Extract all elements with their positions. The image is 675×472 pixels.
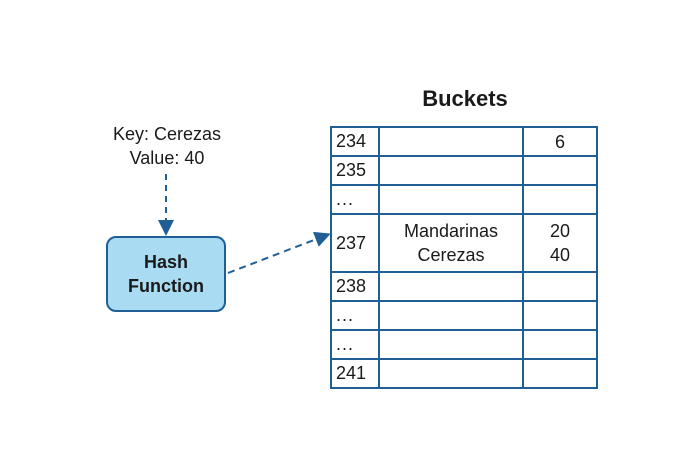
bucket-row: ... <box>330 300 598 331</box>
bucket-row: 238 <box>330 271 598 302</box>
key-text: Key: Cerezas <box>112 124 222 144</box>
bucket-index: 237 <box>330 213 380 273</box>
bucket-values-cell <box>522 329 598 360</box>
bucket-row: ... <box>330 184 598 215</box>
hash-function-line1: Hash <box>143 252 188 272</box>
bucket-row: ... <box>330 329 598 360</box>
bucket-index: 235 <box>330 155 380 186</box>
bucket-values-cell: 6 <box>522 126 598 157</box>
bucket-index: ... <box>330 300 380 331</box>
bucket-keys-cell <box>378 300 524 331</box>
bucket-value: 6 <box>554 131 565 152</box>
bucket-row: 235 <box>330 155 598 186</box>
bucket-index: ... <box>330 329 380 360</box>
bucket-value: 20 <box>549 221 571 241</box>
bucket-keys-cell <box>378 271 524 302</box>
bucket-key: Cerezas <box>417 245 485 265</box>
hash-function-box: Hash Function <box>106 236 226 312</box>
bucket-values-cell <box>522 300 598 331</box>
bucket-values-cell <box>522 271 598 302</box>
bucket-key: Mandarinas <box>403 221 499 241</box>
bucket-row: 241 <box>330 358 598 389</box>
hash-function-line2: Function <box>128 276 204 296</box>
value-text: Value: 40 <box>129 148 205 168</box>
bucket-index: ... <box>330 184 380 215</box>
input-key-value-label: Key: Cerezas Value: 40 <box>92 122 242 170</box>
bucket-keys-cell <box>378 358 524 389</box>
bucket-values-cell <box>522 184 598 215</box>
bucket-keys-cell <box>378 155 524 186</box>
bucket-keys-cell <box>378 329 524 360</box>
buckets-title: Buckets <box>422 86 508 111</box>
bucket-index: 241 <box>330 358 380 389</box>
bucket-values-cell <box>522 358 598 389</box>
bucket-keys-cell <box>378 126 524 157</box>
bucket-row: 234 6 <box>330 126 598 157</box>
bucket-values-cell <box>522 155 598 186</box>
hash-to-bucket-arrow <box>227 231 331 274</box>
bucket-keys-cell <box>378 184 524 215</box>
bucket-index: 234 <box>330 126 380 157</box>
bucket-value: 40 <box>549 245 571 265</box>
bucket-index: 238 <box>330 271 380 302</box>
